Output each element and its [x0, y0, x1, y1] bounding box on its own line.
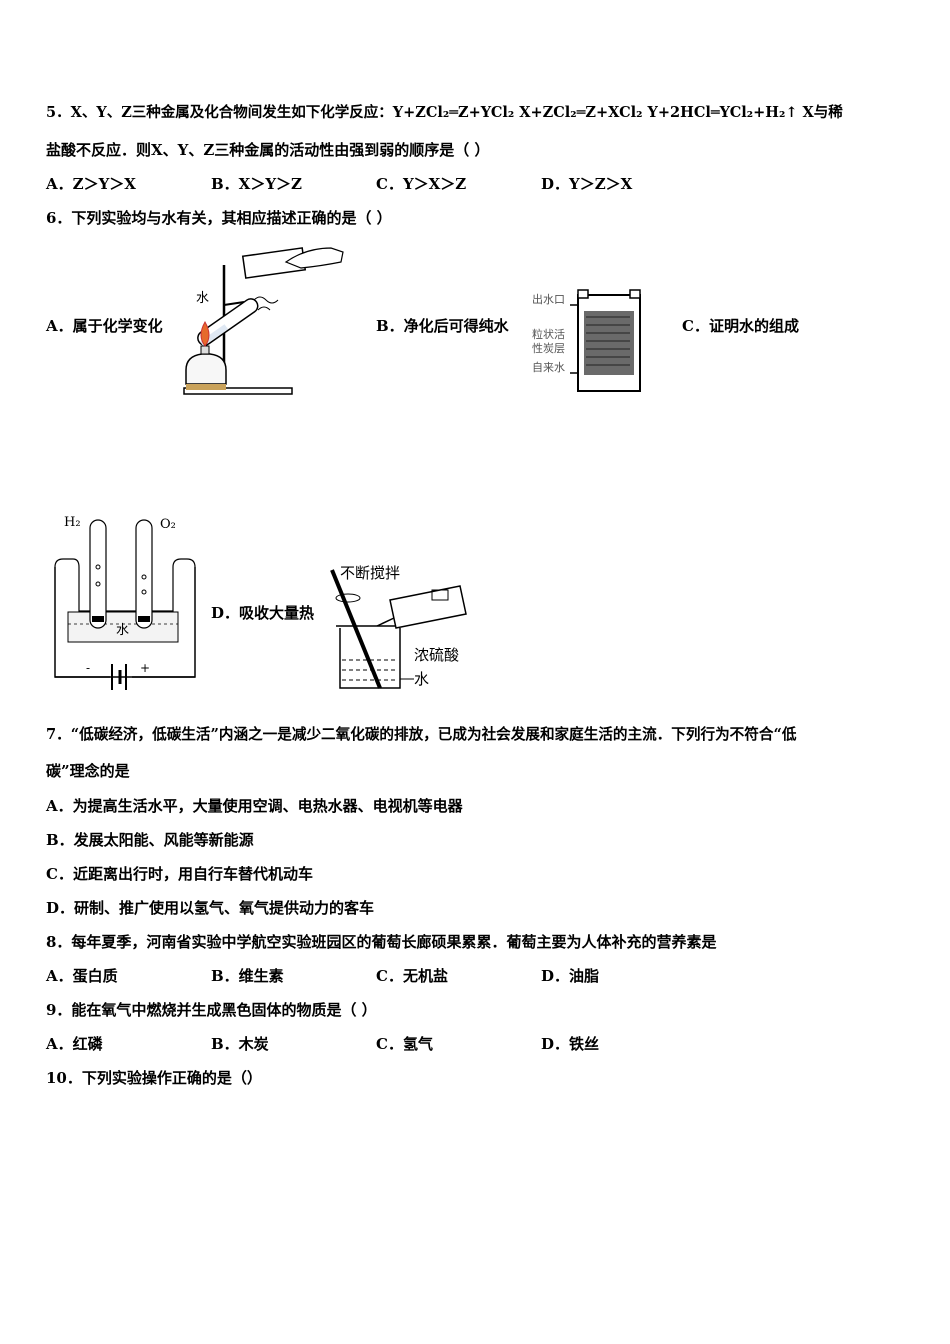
figure-b-water-filter: 出水口 粒状活 性炭层 自来水: [532, 289, 641, 392]
figure-d-stir-label: 不断搅拌: [340, 564, 400, 582]
figure-d-water-label: 水: [414, 670, 429, 688]
q6-option-c: C．证明水的组成: [682, 317, 799, 335]
figure-d-acid-label: 浓硫酸: [414, 646, 459, 664]
q5-option-c: C．Y＞X＞Z: [376, 175, 467, 193]
figure-a-water-label: 水: [196, 291, 209, 306]
q6-option-b: B．净化后可得纯水: [376, 317, 509, 335]
q7-stem-line1: 7．“低碳经济，低碳生活”内涵之一是减少二氧化碳的排放，已成为社会发展和家庭生活…: [46, 726, 797, 743]
figure-c-h2-label: H₂: [64, 515, 81, 530]
q7-option-a: A．为提高生活水平，大量使用空调、电热水器、电视机等电器: [46, 797, 463, 815]
figure-c-electrolysis: H₂ O₂ 水 - +: [54, 515, 196, 690]
q10-stem: 10．下列实验操作正确的是（）: [46, 1069, 262, 1087]
q9-option-b: B．木炭: [211, 1035, 269, 1053]
figure-b-carbon-label-2: 性炭层: [532, 341, 565, 355]
figure-d-dilution: 不断搅拌 浓硫酸 水: [330, 564, 467, 689]
figure-c-o2-label: O₂: [160, 517, 176, 532]
q8-option-a: A．蛋白质: [46, 967, 118, 985]
q5-option-a: A．Z＞Y＞X: [46, 175, 136, 193]
figure-c-plus-label: +: [140, 661, 150, 675]
figure-b-carbon-label-1: 粒状活: [532, 327, 565, 341]
q5-option-d: D．Y＞Z＞X: [541, 175, 633, 193]
figure-a-heating-water: 水: [183, 247, 344, 395]
figure-b-outlet-label: 出水口: [532, 292, 565, 306]
q6-stem: 6．下列实验均与水有关，其相应描述正确的是（ ）: [46, 209, 392, 227]
figure-c-minus-label: -: [86, 661, 90, 675]
figure-b-inlet-label: 自来水: [532, 361, 565, 374]
q7-option-b: B．发展太阳能、风能等新能源: [46, 831, 254, 849]
q5-option-b: B．X＞Y＞Z: [211, 175, 302, 193]
q6-option-d: D．吸收大量热: [211, 604, 315, 622]
q5-stem-line2: 盐酸不反应．则X、Y、Z三种金属的活动性由强到弱的顺序是（ ）: [46, 141, 490, 159]
q5-stem-line1: 5．X、Y、Z三种金属及化合物间发生如下化学反应：Y+ZCl₂═Z+YCl₂ X…: [46, 104, 843, 121]
q9-option-d: D．铁丝: [541, 1035, 600, 1053]
q8-option-b: B．维生素: [211, 967, 284, 985]
q9-option-c: C．氢气: [376, 1035, 433, 1053]
q9-option-a: A．红磷: [46, 1035, 103, 1053]
q8-option-d: D．油脂: [541, 967, 600, 985]
q9-stem: 9．能在氧气中燃烧并生成黑色固体的物质是（ ）: [46, 1001, 377, 1019]
q7-option-c: C．近距离出行时，用自行车替代机动车: [46, 865, 313, 883]
q6-option-a: A．属于化学变化: [46, 317, 163, 335]
q8-stem: 8．每年夏季，河南省实验中学航空实验班园区的葡萄长廊硕果累累．葡萄主要为人体补充…: [46, 933, 717, 951]
q8-option-c: C．无机盐: [376, 967, 448, 985]
figure-c-water-label: 水: [116, 623, 129, 638]
q7-stem-line2: 碳”理念的是: [46, 762, 130, 780]
q7-option-d: D．研制、推广使用以氢气、氧气提供动力的客车: [46, 899, 375, 917]
